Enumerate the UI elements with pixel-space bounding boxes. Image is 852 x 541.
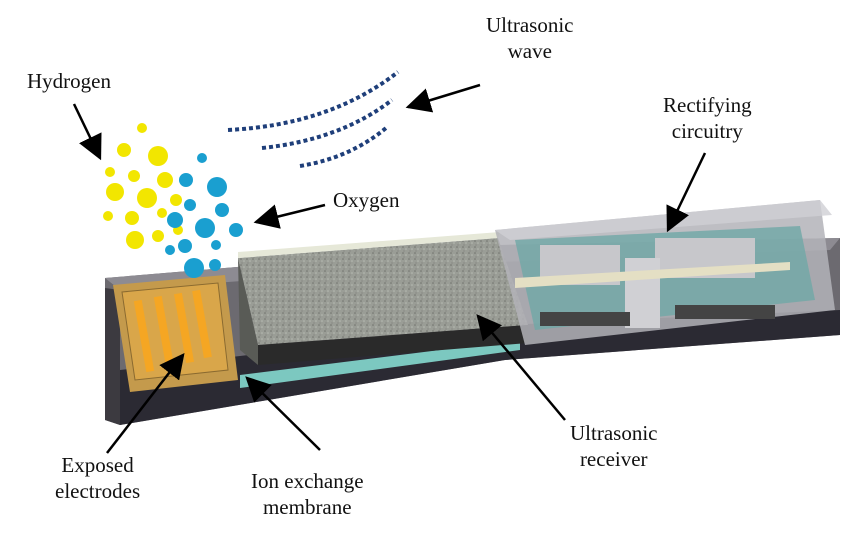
label-receiver-line1: Ultrasonic: [570, 421, 658, 445]
hydrogen-bubbles: [103, 123, 183, 249]
label-ultrasonic-receiver: Ultrasonic receiver: [570, 420, 657, 472]
label-ultrasonic-wave-line2: wave: [507, 39, 552, 63]
label-exposed-line1: Exposed: [61, 453, 134, 477]
label-hydrogen: Hydrogen: [27, 69, 111, 93]
label-receiver-line2: receiver: [579, 447, 648, 471]
label-exposed-electrodes: Exposed electrodes: [55, 452, 140, 504]
label-ion-line2: membrane: [262, 495, 352, 519]
pointer-arrows: [72, 83, 707, 454]
label-oxygen: Oxygen: [333, 188, 400, 212]
ion-exchange-membrane: [240, 340, 520, 388]
label-rectifying-line1: Rectifying: [663, 93, 752, 117]
label-exposed-line2: electrodes: [55, 479, 141, 503]
label-ultrasonic-wave-line1: Ultrasonic: [486, 13, 574, 37]
exposed-electrodes: [113, 275, 238, 392]
oxygen-bubbles: [165, 153, 243, 278]
label-ultrasonic-wave: Ultrasonic wave: [486, 12, 573, 64]
ultrasonic-receiver: [238, 232, 528, 365]
rectifying-circuitry: [495, 200, 835, 345]
label-ion-line1: Ion exchange: [251, 469, 364, 493]
label-rectifying-circuitry: Rectifying circuitry: [663, 92, 752, 144]
ultrasonic-wave: [227, 70, 400, 168]
label-rectifying-line2: circuitry: [671, 119, 743, 143]
label-ion-exchange-membrane: Ion exchange membrane: [251, 468, 364, 520]
